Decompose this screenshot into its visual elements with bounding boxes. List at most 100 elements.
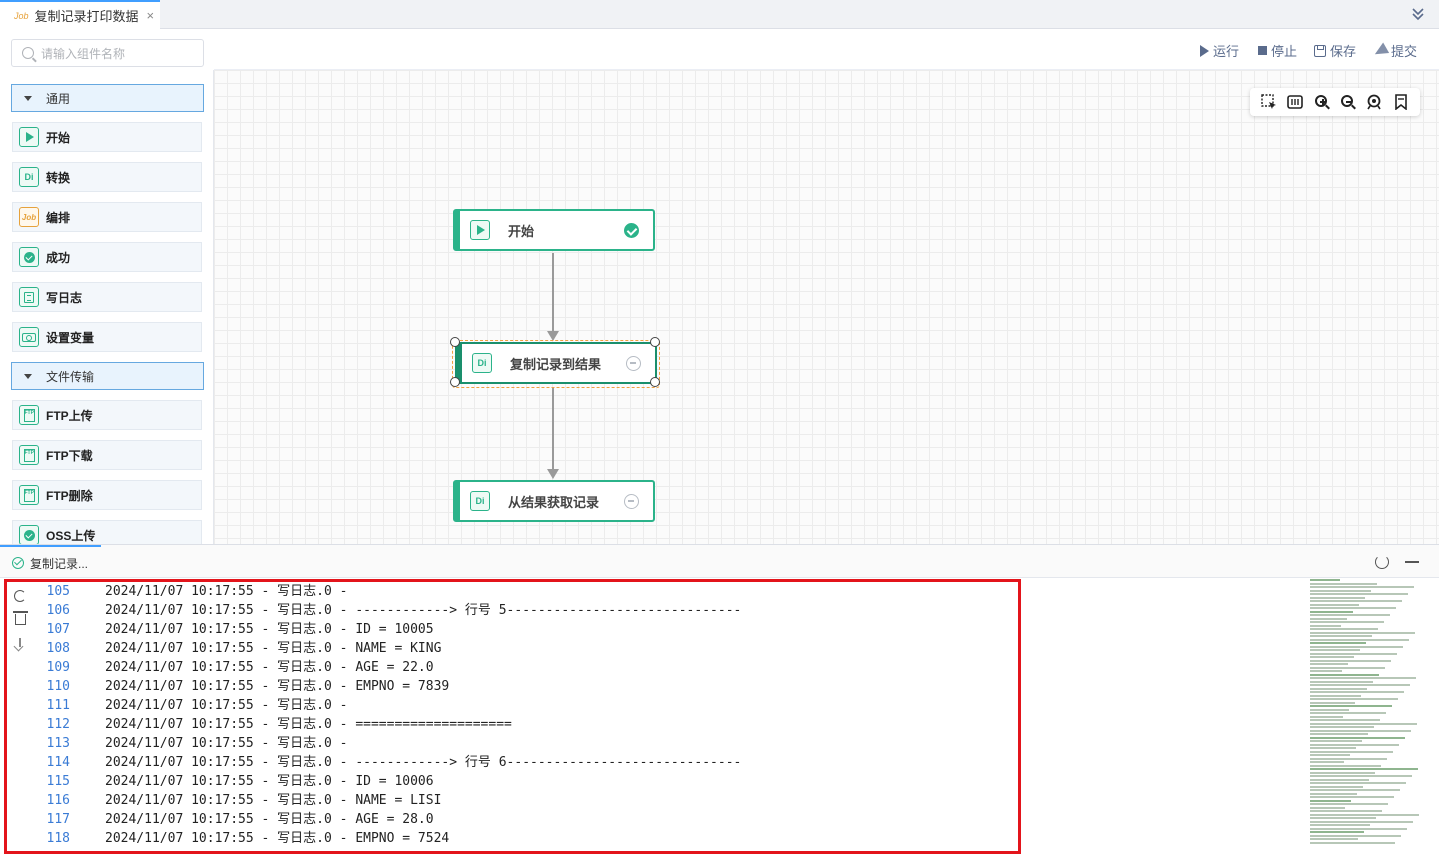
minimap-line	[1310, 712, 1386, 714]
line-number: 115	[46, 774, 70, 789]
minimap-line	[1310, 642, 1366, 644]
job-icon: Job	[19, 207, 39, 227]
log-text: 2024/11/07 10:17:55 - 写日志.0 - EMPNO = 78…	[105, 679, 450, 694]
minimap-line	[1310, 596, 1365, 599]
resize-handle[interactable]	[450, 337, 460, 347]
zoom-out-icon[interactable]	[1340, 94, 1356, 110]
zoom-in-icon[interactable]	[1314, 94, 1330, 110]
minimap-line	[1310, 691, 1404, 693]
minimap-line	[1310, 600, 1402, 602]
minimap-line	[1310, 834, 1401, 837]
save-button[interactable]: 保存	[1314, 41, 1356, 60]
group-file-transfer[interactable]: 文件传输	[11, 362, 204, 390]
group-general[interactable]: 通用	[11, 84, 204, 112]
run-button[interactable]: 运行	[1200, 41, 1239, 60]
resize-handle[interactable]	[450, 377, 460, 387]
component-sidebar: 请输入组件名称 通用 开始 Di 转换 Job 编排 成功 写日志 设置变量 文…	[0, 29, 214, 544]
component-label: FTP下载	[46, 448, 93, 463]
log-minimap[interactable]	[1310, 579, 1426, 849]
reset-zoom-icon[interactable]	[1366, 94, 1382, 110]
sync-icon[interactable]	[1375, 555, 1389, 569]
minimap-line	[1310, 680, 1373, 683]
minimize-icon[interactable]	[1405, 561, 1419, 563]
minimap-line	[1310, 754, 1350, 756]
log-tab[interactable]: 复制记录...	[0, 545, 101, 579]
log-line: 116 2024/11/07 10:17:55 - 写日志.0 - NAME = …	[32, 791, 1012, 810]
minimap-line	[1310, 687, 1367, 690]
minimap-line	[1310, 775, 1412, 777]
minimap-line	[1310, 621, 1384, 623]
component-orchestrate[interactable]: Job 编排	[12, 202, 202, 232]
minimap-line	[1310, 659, 1391, 662]
minimap-line	[1310, 722, 1417, 725]
submit-label: 提交	[1391, 44, 1418, 59]
submit-button[interactable]: 提交	[1371, 41, 1418, 60]
flow-edge[interactable]	[552, 253, 554, 333]
log-text: 2024/11/07 10:17:55 - 写日志.0 -	[105, 584, 348, 599]
minimap-line	[1310, 582, 1377, 585]
minimap-line	[1310, 666, 1385, 669]
minimap-line	[1310, 603, 1359, 606]
save-label: 保存	[1330, 44, 1357, 59]
close-icon[interactable]: ×	[146, 8, 155, 23]
run-label: 运行	[1213, 44, 1240, 59]
fit-view-icon[interactable]	[1287, 94, 1304, 110]
line-number: 116	[46, 793, 70, 808]
minimap-line	[1310, 677, 1416, 679]
stop-button[interactable]: 停止	[1258, 41, 1297, 60]
arrow-head	[547, 469, 559, 479]
minimap-line	[1310, 656, 1354, 658]
refresh-icon[interactable]	[12, 590, 28, 606]
component-oss-upload[interactable]: OSS上传	[12, 520, 202, 544]
node-get-records-from-result[interactable]: Di 从结果获取记录	[453, 480, 655, 522]
minimap-line	[1310, 607, 1396, 609]
bookmark-icon[interactable]	[1393, 94, 1409, 110]
line-number: 110	[46, 679, 70, 694]
component-write-log[interactable]: 写日志	[12, 282, 202, 312]
component-ftp-delete[interactable]: FTP FTP删除	[12, 480, 202, 510]
ftp-upload-icon: FTP	[19, 405, 39, 425]
component-set-variable[interactable]: 设置变量	[12, 322, 202, 352]
trash-icon[interactable]	[12, 611, 28, 630]
play-icon	[1200, 44, 1209, 57]
log-line: 110 2024/11/07 10:17:55 - 写日志.0 - EMPNO =…	[32, 677, 1012, 696]
ftp-delete-icon: FTP	[19, 485, 39, 505]
arrow-head	[547, 331, 559, 341]
minimap-line	[1310, 649, 1360, 651]
minimap-line	[1310, 614, 1390, 616]
flow-canvas[interactable]: 开始 Di 复制记录到结果 Di 从结果获取记录	[214, 70, 1439, 544]
caret-down-icon	[24, 95, 32, 101]
highlight-box	[4, 579, 1021, 854]
node-copy-records-to-result[interactable]: Di 复制记录到结果	[455, 342, 657, 384]
component-transform[interactable]: Di 转换	[12, 162, 202, 192]
component-ftp-download[interactable]: FTP FTP下载	[12, 440, 202, 470]
sidebar-divider	[213, 70, 214, 545]
log-text: 2024/11/07 10:17:55 - 写日志.0 - NAME = LIS…	[105, 793, 442, 808]
search-icon	[22, 47, 34, 59]
line-number: 114	[46, 755, 70, 770]
component-success[interactable]: 成功	[12, 242, 202, 272]
node-start[interactable]: 开始	[453, 209, 655, 251]
double-chevron-down-icon[interactable]	[1411, 5, 1425, 23]
log-text: 2024/11/07 10:17:55 - 写日志.0 - NAME = KIN…	[105, 641, 442, 656]
minimap-line	[1310, 771, 1375, 774]
select-area-icon[interactable]	[1261, 94, 1277, 110]
minimap-line	[1310, 698, 1398, 700]
minimap-line	[1310, 761, 1344, 763]
search-input[interactable]: 请输入组件名称	[11, 39, 204, 67]
log-text: 2024/11/07 10:17:55 - 写日志.0 - AGE = 22.0	[105, 660, 434, 675]
resize-handle[interactable]	[650, 337, 660, 347]
minimap-line	[1310, 715, 1343, 718]
component-ftp-upload[interactable]: FTP FTP上传	[12, 400, 202, 430]
download-icon[interactable]	[12, 638, 28, 654]
tab-job[interactable]: Job 复制记录打印数据 ×	[0, 0, 160, 29]
minimap-line	[1310, 778, 1369, 781]
resize-handle[interactable]	[650, 377, 660, 387]
component-start[interactable]: 开始	[12, 122, 202, 152]
component-label: FTP删除	[46, 488, 93, 503]
flow-edge[interactable]	[552, 388, 554, 471]
minimap-line	[1310, 701, 1355, 704]
minimap-line	[1310, 589, 1371, 592]
